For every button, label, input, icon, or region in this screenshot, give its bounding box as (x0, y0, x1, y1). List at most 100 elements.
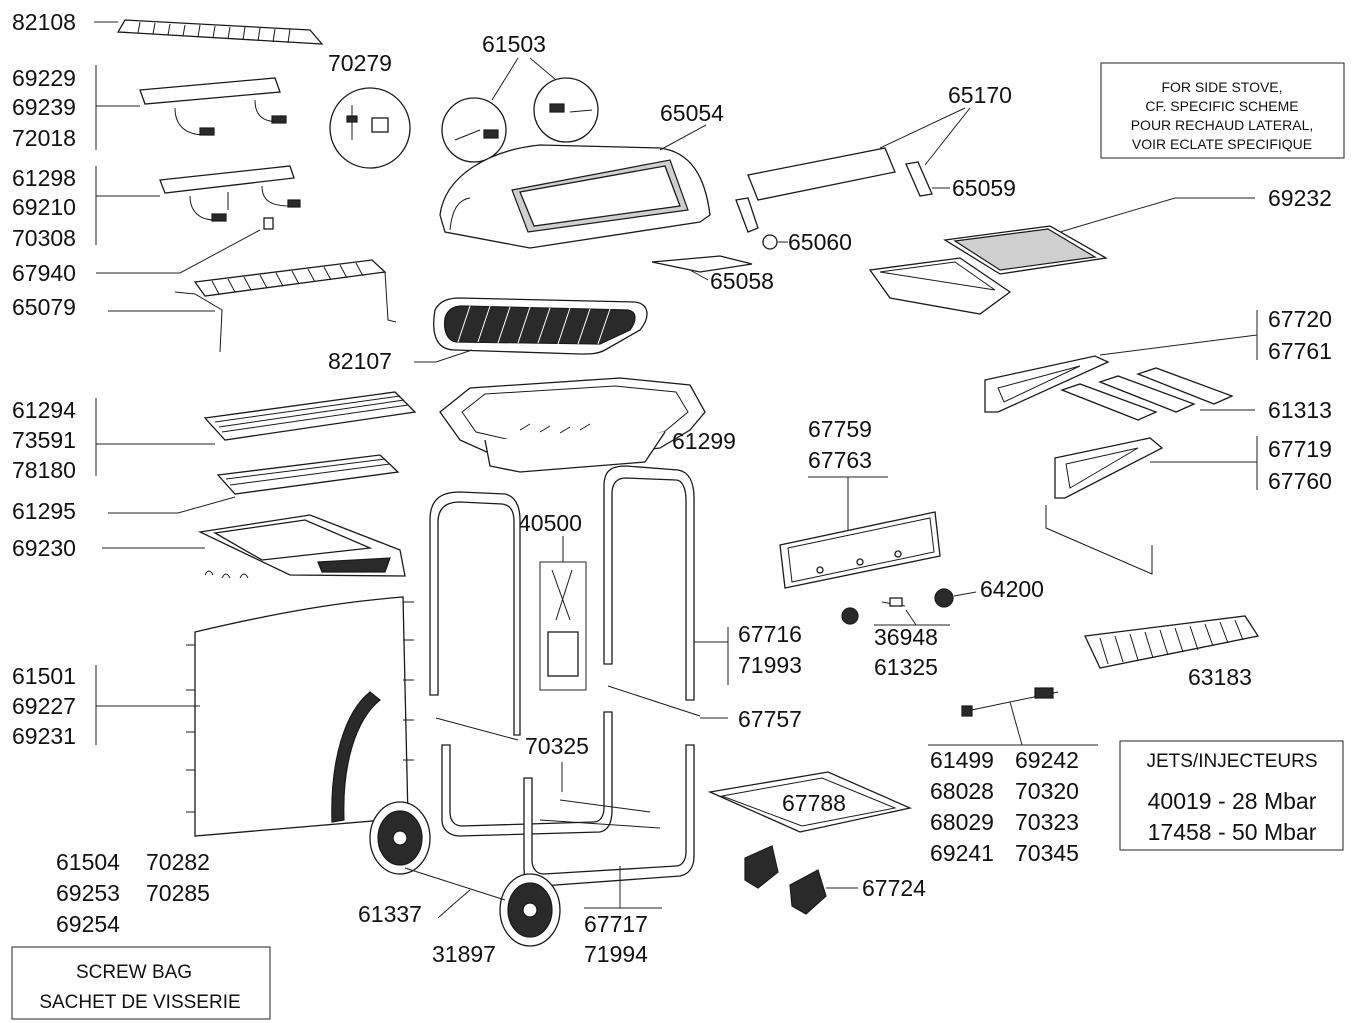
warming-rack-82108 (116, 19, 324, 45)
label-69254: 69254 (56, 911, 120, 937)
slats-61313 (1060, 367, 1234, 421)
label-70308: 70308 (12, 225, 76, 251)
label-68029: 68029 (930, 809, 994, 835)
cooking-grid-61294 (203, 391, 417, 441)
label-61298: 61298 (12, 165, 76, 191)
firebox-61299 (439, 377, 706, 473)
label-70323: 70323 (1015, 809, 1079, 835)
label-69239: 69239 (12, 94, 76, 120)
label-61294: 61294 (12, 397, 76, 423)
rack-65079 (174, 259, 397, 353)
label-61501: 61501 (12, 663, 76, 689)
label-67716: 67716 (738, 621, 802, 647)
tool-40500 (539, 561, 587, 691)
label-65059: 65059 (952, 175, 1016, 201)
label-69253: 69253 (56, 880, 120, 906)
jets-50mbar: 17458 - 50 Mbar (1148, 819, 1317, 845)
label-67757: 67757 (738, 706, 802, 732)
feet-67724 (744, 845, 827, 915)
burner-61298 (159, 165, 301, 222)
label-67759: 67759 (808, 416, 872, 442)
label-31897: 31897 (432, 941, 496, 967)
label-64200: 64200 (980, 576, 1044, 602)
label-69230: 69230 (12, 535, 76, 561)
screw-bag-box: SCREW BAG SACHET DE VISSERIE (11, 946, 271, 1020)
lid-65054 (439, 144, 711, 249)
label-67724: 67724 (862, 875, 926, 901)
sachet-text: SACHET DE VISSERIE (39, 992, 240, 1013)
side-stove-line-1: FOR SIDE STOVE, (1161, 79, 1282, 95)
label-61499: 61499 (930, 747, 994, 773)
label-78180: 78180 (12, 457, 76, 483)
burner-assembly-69229 (139, 77, 287, 136)
side-shelf-69230 (197, 514, 406, 579)
label-82107: 82107 (328, 348, 392, 374)
label-69241: 69241 (930, 840, 994, 866)
label-67761: 67761 (1268, 338, 1332, 364)
jets-box: JETS/INJECTEURS 40019 - 28 Mbar 17458 - … (1119, 740, 1344, 851)
label-61504: 61504 (56, 849, 120, 875)
label-69210: 69210 (12, 194, 76, 220)
label-67717: 67717 (584, 911, 648, 937)
label-70345: 70345 (1015, 840, 1079, 866)
label-69231: 69231 (12, 723, 76, 749)
label-70325: 70325 (525, 733, 589, 759)
label-71994: 71994 (584, 941, 648, 967)
label-72018: 72018 (12, 125, 76, 151)
label-63183: 63183 (1188, 664, 1252, 690)
cabinet-panel-61501: CAMPINGAZ (186, 596, 414, 837)
label-70282: 70282 (146, 849, 210, 875)
label-61295: 61295 (12, 498, 76, 524)
label-68028: 68028 (930, 778, 994, 804)
label-67763: 67763 (808, 447, 872, 473)
side-stove-note: FOR SIDE STOVE, CF. SPECIFIC SCHEME POUR… (1100, 62, 1345, 159)
bracket-guide-line (1045, 505, 1153, 575)
handle-65058 (651, 255, 753, 273)
label-67788: 67788 (782, 790, 846, 816)
label-69229: 69229 (12, 65, 76, 91)
label-82108: 82108 (12, 9, 76, 35)
bracket-67720 (984, 355, 1110, 413)
label-36948: 36948 (874, 624, 938, 650)
label-65079: 65079 (12, 294, 76, 320)
knob-65060 (762, 234, 778, 250)
label-65058: 65058 (710, 268, 774, 294)
side-stove-line-4: VOIR ECLATE SPECIFIQUE (1132, 136, 1312, 152)
bracket-67719 (1054, 437, 1164, 499)
label-67940: 67940 (12, 260, 76, 286)
label-61299: 61299 (672, 428, 736, 454)
small-part-67940 (263, 217, 274, 230)
label-61313: 61313 (1268, 397, 1332, 423)
side-stove-line-3: POUR RECHAUD LATERAL, (1131, 117, 1314, 133)
frame-legs (429, 465, 695, 736)
wheel-61337 (369, 801, 561, 947)
label-61503: 61503 (482, 31, 546, 57)
label-69232: 69232 (1268, 185, 1332, 211)
label-71993: 71993 (738, 652, 802, 678)
bottom-shelf-67788 (707, 771, 913, 833)
label-40500: 40500 (518, 510, 582, 536)
label-61325: 61325 (874, 654, 938, 680)
label-65060: 65060 (788, 229, 852, 255)
label-69227: 69227 (12, 693, 76, 719)
side-stove-line-2: CF. SPECIFIC SCHEME (1145, 98, 1298, 114)
label-70285: 70285 (146, 880, 210, 906)
jets-title: JETS/INJECTEURS (1146, 751, 1317, 772)
grid-61295 (216, 454, 400, 495)
jets-28mbar: 40019 - 28 Mbar (1148, 788, 1317, 814)
hinge-detail-61503 (441, 77, 599, 163)
label-67760: 67760 (1268, 468, 1332, 494)
basket-63183 (1084, 615, 1260, 669)
control-panel-67759 (779, 511, 941, 589)
drip-tray-69232 (868, 225, 1108, 315)
label-70320: 70320 (1015, 778, 1079, 804)
knobs-64200 (841, 588, 954, 625)
cross-bars (435, 685, 701, 741)
label-67720: 67720 (1268, 306, 1332, 332)
label-61337: 61337 (358, 901, 422, 927)
label-65170: 65170 (948, 82, 1012, 108)
label-70279: 70279 (328, 50, 392, 76)
screw-bag-text: SCREW BAG (76, 962, 192, 983)
label-69242: 69242 (1015, 747, 1079, 773)
